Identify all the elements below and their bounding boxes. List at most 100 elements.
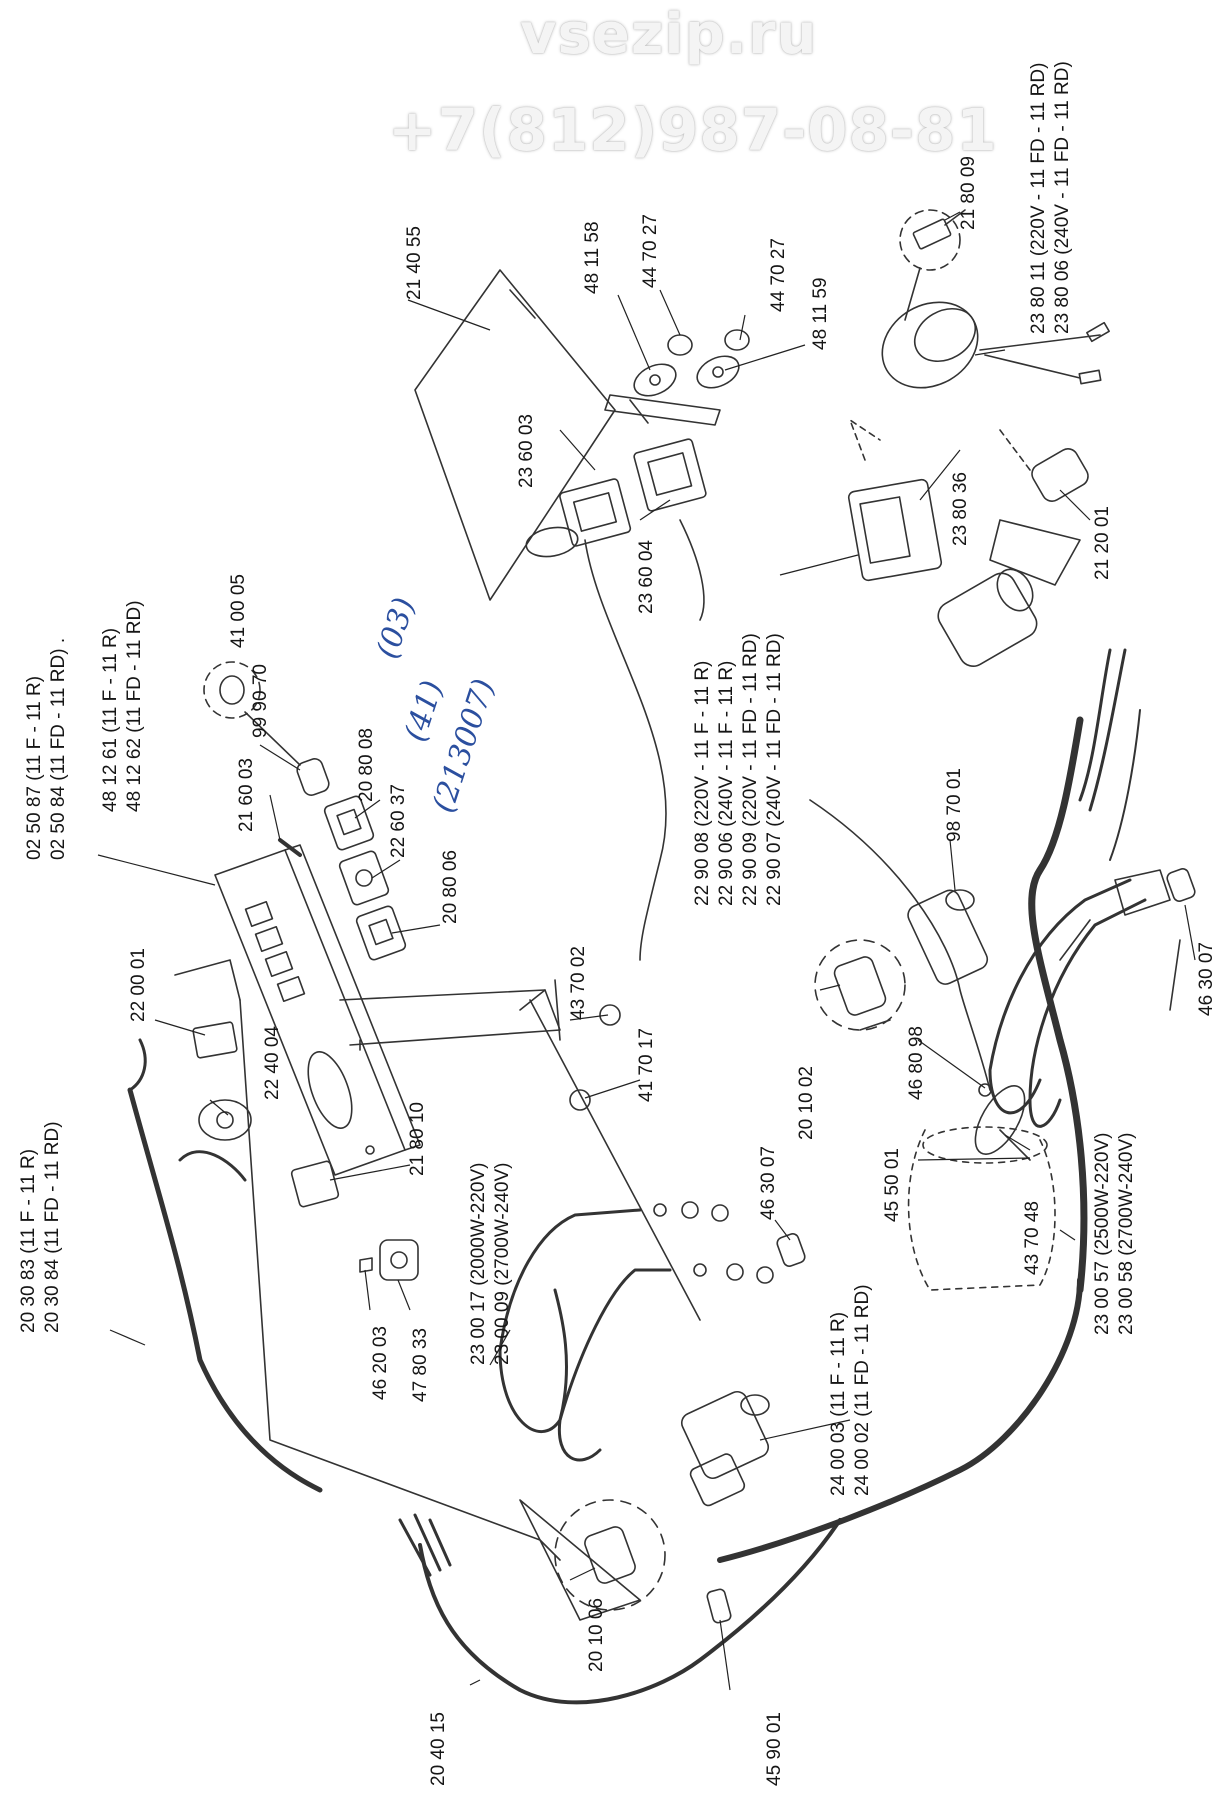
label-part-20-40-15: 20 40 15 xyxy=(428,1712,449,1786)
label-part-43-70-02: 43 70 02 xyxy=(568,946,589,1020)
fitting-46-80-98 xyxy=(978,1083,992,1097)
control-panel-bar xyxy=(214,844,421,1176)
label-part-21-80-09: 21 80 09 xyxy=(958,156,979,230)
lamp-99-90-70 xyxy=(296,758,330,796)
label-part-20-80-06: 20 80 06 xyxy=(440,850,461,924)
label-part-22-90-06: 22 90 06 (240V - 11 F - 11 R) xyxy=(716,660,737,906)
terminal-block-22-00-01 xyxy=(192,1021,238,1059)
label-part-23-00-58: 23 00 58 (2700W-240V) xyxy=(1116,1132,1137,1335)
label-part-99-90-70: 99 90 70 xyxy=(250,664,271,738)
pressure-switch-22-40-04 xyxy=(198,1099,252,1141)
switch-22-60-37 xyxy=(338,850,390,906)
label-part-23-60-03: 23 60 03 xyxy=(516,414,537,488)
label-part-46-20-03: 46 20 03 xyxy=(370,1326,391,1400)
label-part-44-70-27-b: 44 70 27 xyxy=(768,238,789,312)
label-part-23-60-04: 23 60 04 xyxy=(636,540,657,614)
wiring-harness-right xyxy=(717,1277,1083,1563)
label-part-48-11-59: 48 11 59 xyxy=(810,277,831,350)
label-part-41-70-17: 41 70 17 xyxy=(636,1028,657,1102)
label-part-22-90-08: 22 90 08 (220V - 11 F - 11 R) xyxy=(692,660,713,906)
timer-motor-23-80 xyxy=(881,301,1110,389)
coil-20-10-02 xyxy=(833,956,887,1016)
label-part-23-00-57: 23 00 57 (2500W-220V) xyxy=(1092,1132,1113,1335)
label-part-46-30-07-b: 46 30 07 xyxy=(1196,942,1217,1016)
label-part-20-10-06: 20 10 06 xyxy=(586,1598,607,1672)
label-part-23-80-36: 23 80 36 xyxy=(950,472,971,546)
level-valve-98-70-01 xyxy=(907,889,989,985)
label-part-23-80-06: 23 80 06 (240V - 11 FD - 11 RD) xyxy=(1052,61,1073,334)
label-part-20-30-84: 20 30 84 (11 FD - 11 RD) xyxy=(42,1121,63,1333)
label-part-22-00-01: 22 00 01 xyxy=(128,948,149,1022)
label-part-47-80-33: 47 80 33 xyxy=(410,1328,431,1402)
washer-41-70-17 xyxy=(569,1089,591,1111)
label-part-45-50-01: 45 50 01 xyxy=(882,1148,903,1222)
coil-20-10-02-detail-circle xyxy=(814,939,906,1031)
machine-frame xyxy=(174,959,701,1621)
tank-outline xyxy=(907,1129,1056,1291)
label-part-46-30-07-a: 46 30 07 xyxy=(758,1146,779,1220)
label-part-44-70-27-a: 44 70 27 xyxy=(640,214,661,288)
label-part-21-80-10: 21 80 10 xyxy=(407,1102,428,1176)
label-part-48-12-62: 48 12 62 (11 FD - 11 RD) xyxy=(124,600,145,812)
label-part-23-00-09: 23 00 09 (2700W-240V) xyxy=(492,1162,513,1365)
switch-20-80-08 xyxy=(323,795,375,851)
label-part-24-00-03: 24 00 03 (11 F - 11 R) xyxy=(828,1311,849,1496)
lamp-lens-detail-circle xyxy=(203,661,261,719)
label-part-02-50-84: 02 50 84 (11 FD - 11 RD) . xyxy=(48,637,69,860)
watermark-phone: +7(812)987-08-81 xyxy=(388,96,998,164)
fuse-holder-47-80-33 xyxy=(379,1239,419,1281)
knob-cap-44-70-27-a xyxy=(667,334,693,356)
label-part-24-00-02: 24 00 02 (11 FD - 11 RD) xyxy=(852,1284,873,1496)
label-part-02-50-87: 02 50 87 (11 F - 11 R) xyxy=(24,675,45,860)
wiring-harness-main xyxy=(1028,716,1088,1294)
microswitch-21-80-09 xyxy=(912,209,966,250)
label-part-48-11-58: 48 11 58 xyxy=(582,221,603,294)
switch-20-80-06 xyxy=(355,905,407,961)
thermostat-23-60-03 xyxy=(525,478,632,558)
coil-detail-circle xyxy=(554,1499,666,1611)
label-part-20-10-02: 20 10 02 xyxy=(796,1066,817,1140)
cover-plate xyxy=(414,269,616,601)
coil-20-10-06 xyxy=(584,1526,636,1584)
wiring-harness-20-30-83 xyxy=(127,1087,323,1493)
label-part-22-90-07: 22 90 07 (240V - 11 FD - 11 RD) xyxy=(764,633,785,906)
pump-motor xyxy=(937,568,1038,667)
heating-element-23-00-17 xyxy=(498,1208,672,1462)
clamp-46-30-07-right xyxy=(1166,868,1196,902)
watermark-site: vsezip.ru xyxy=(520,2,818,67)
relay-21-80-10 xyxy=(290,1160,340,1208)
label-part-22-90-09: 22 90 09 (220V - 11 FD - 11 RD) xyxy=(740,633,761,906)
capillary-tube-2 xyxy=(809,799,991,1091)
knob-dial-48-11-58 xyxy=(633,363,677,397)
label-part-98-70-01: 98 70 01 xyxy=(944,768,965,842)
nut-43-70-02 xyxy=(599,1004,621,1026)
label-part-22-60-37: 22 60 37 xyxy=(388,784,409,858)
label-part-21-20-01: 21 20 01 xyxy=(1092,506,1113,580)
label-part-48-12-61: 48 12 61 (11 F - 11 R) xyxy=(100,627,121,812)
gasket-43-70-48 xyxy=(974,1085,1026,1155)
label-part-20-30-83: 20 30 83 (11 F - 11 R) xyxy=(18,1148,39,1333)
thermostat-bracket xyxy=(604,394,721,426)
solenoid-valve-24-00-03 xyxy=(680,1390,770,1507)
label-part-20-80-08: 20 80 08 xyxy=(356,728,377,802)
microswitch-detail-circle xyxy=(899,209,961,271)
supply-cable-20-40-15 xyxy=(418,1518,842,1705)
clamp-46-30-07 xyxy=(776,1233,806,1267)
motor-21-20-01 xyxy=(989,448,1089,586)
label-part-41-00-05: 41 00 05 xyxy=(228,574,249,648)
label-part-23-80-11: 23 80 11 (220V - 11 FD - 11 RD) xyxy=(1028,62,1049,334)
relay-23-80-36 xyxy=(847,478,943,582)
label-part-21-60-03: 21 60 03 xyxy=(236,758,257,832)
screw-46-20-03 xyxy=(359,1257,373,1273)
heating-element-23-00-57 xyxy=(988,869,1171,1128)
shaft-45-50-01 xyxy=(999,1129,1031,1161)
label-part-45-90-01: 45 90 01 xyxy=(764,1712,785,1786)
label-part-43-70-48: 43 70 48 xyxy=(1022,1201,1043,1275)
knob-cap-44-70-27-b xyxy=(724,329,750,351)
probe-45-90-01 xyxy=(706,1588,732,1624)
label-part-22-40-04: 22 40 04 xyxy=(262,1026,283,1100)
label-part-21-40-55: 21 40 55 xyxy=(404,226,425,300)
capillary-tube-1 xyxy=(584,539,667,961)
knob-dial-48-11-59 xyxy=(696,355,740,389)
